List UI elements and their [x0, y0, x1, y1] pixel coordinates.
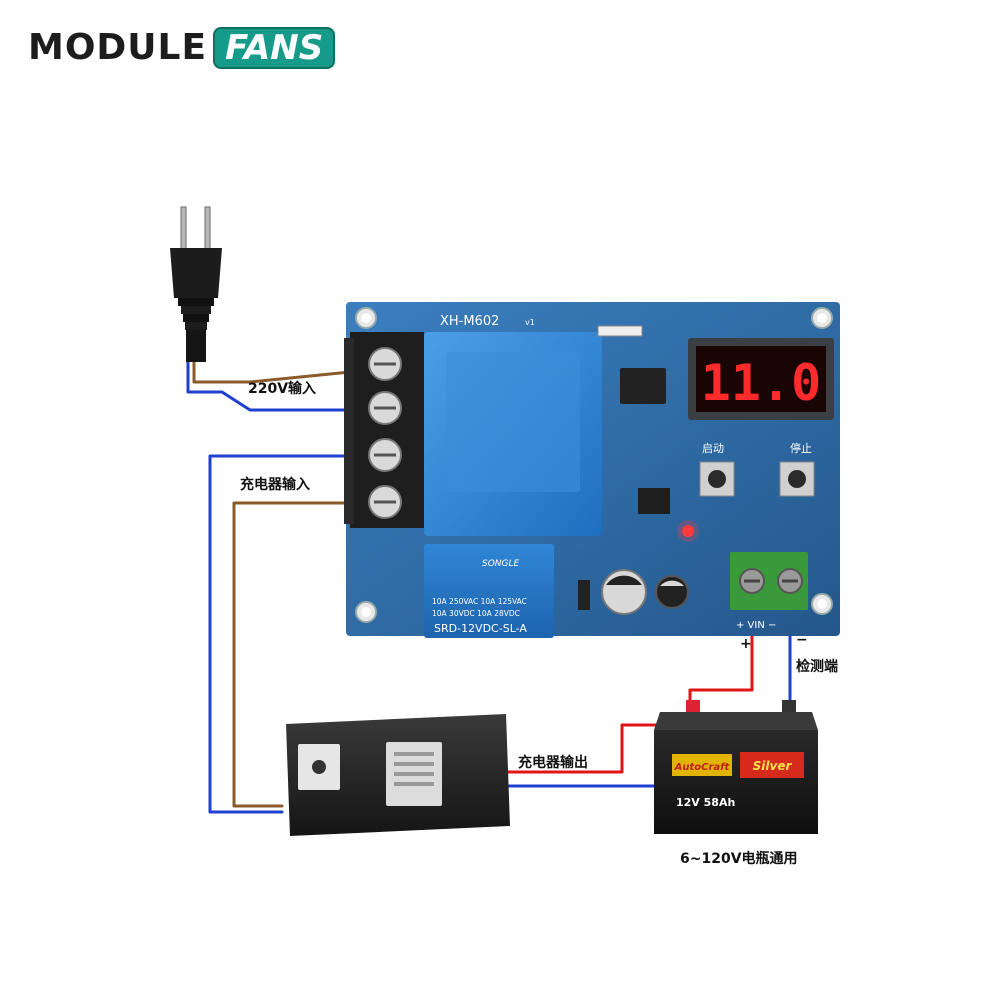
label-battery-range: 6~120V电瓶通用 [680, 851, 798, 867]
mains-plug [170, 206, 222, 362]
button-label-start: 启动 [702, 442, 724, 455]
diode [578, 580, 590, 610]
voltage-regulator [638, 488, 670, 514]
button-label-stop: 停止 [790, 441, 812, 455]
relay-brand: SONGLE [482, 559, 520, 569]
label-minus: − [796, 632, 808, 648]
label-charger-input: 充电器输入 [240, 477, 310, 493]
screw-terminal-block [344, 332, 424, 528]
battery-brand-1: AutoCraft [674, 762, 731, 773]
wire-ac-brown [192, 360, 352, 384]
label-ac-input: 220V输入 [248, 381, 317, 397]
battery-spec: 12V 58Ah [676, 796, 735, 809]
car-battery: AutoCraft Silver 12V 58Ah [654, 700, 818, 834]
seven-segment-display: 11.0 [688, 338, 834, 420]
label-detect: 检测端 [796, 659, 838, 675]
relay-rating-2: 10A 30VDC 10A 28VDC [432, 609, 520, 618]
relay-rating-1: 10A 250VAC 10A 125VAC [432, 597, 527, 606]
battery-brand-2: Silver [753, 759, 793, 773]
transformer [424, 332, 602, 536]
wire-charger-blue [208, 454, 352, 814]
battery-charger [286, 714, 510, 836]
wire-ac-blue [186, 360, 352, 412]
board-version: v1 [525, 318, 535, 327]
pin-header [597, 325, 643, 337]
terminal-screw [368, 347, 402, 381]
logo-text-fans: FANS [213, 27, 336, 69]
wire-detect-red [688, 610, 754, 710]
mcu-chip [620, 368, 666, 404]
label-charger-output: 充电器输出 [518, 755, 588, 771]
wire-charger-brown [232, 501, 352, 808]
label-plus: + [740, 636, 752, 652]
start-button [699, 461, 735, 497]
capacitor [655, 575, 689, 609]
vin-label: + VIN − [736, 620, 776, 631]
board-model: XH-M602 [440, 314, 499, 329]
status-led [682, 525, 694, 537]
capacitor [601, 569, 647, 615]
terminal-screw [368, 438, 402, 472]
relay-model: SRD-12VDC-SL-A [434, 622, 527, 635]
control-board: XH-M602 v1 [344, 302, 840, 638]
terminal-screw [368, 391, 402, 425]
display-readout: 11.0 [701, 354, 821, 412]
brand-logo: MODULE FANS [28, 27, 336, 69]
relay: SONGLE 10A 250VAC 10A 125VAC 10A 30VDC 1… [424, 544, 554, 638]
stop-button [779, 461, 815, 497]
logo-text-module: MODULE [28, 27, 208, 68]
terminal-screw [368, 485, 402, 519]
vin-terminal [730, 552, 808, 610]
